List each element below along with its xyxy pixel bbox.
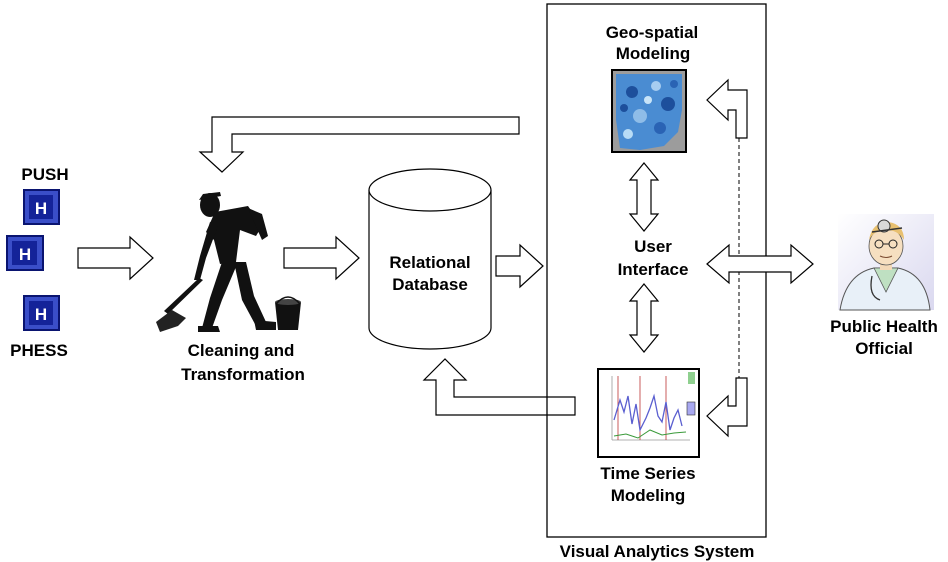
cleaning-man-icon xyxy=(156,192,301,332)
time-series-thumbnail xyxy=(597,368,700,458)
source-icon: H xyxy=(6,235,44,271)
phess-icon-glyph: H xyxy=(35,305,47,324)
arrow-to-time-series xyxy=(706,377,748,438)
push-icon-glyph: H xyxy=(35,199,47,218)
phess-label: PHESS xyxy=(10,341,68,360)
database-cylinder xyxy=(368,168,492,350)
push-icon: H xyxy=(23,189,60,225)
vas-label: Visual Analytics System xyxy=(560,542,755,561)
database-label-line2: Database xyxy=(392,275,468,294)
arrow-feedback-to-database xyxy=(422,358,576,416)
geo-map-thumbnail xyxy=(611,69,687,153)
ts-label-line2: Modeling xyxy=(611,486,686,505)
arrow-feedback-to-cleaning xyxy=(198,116,520,173)
arrow-database-to-vas xyxy=(495,243,544,289)
arrow-cleaning-to-database xyxy=(283,235,360,281)
doctor-icon xyxy=(838,214,934,311)
ui-label-line1: User xyxy=(634,237,672,256)
arrow-to-geo xyxy=(706,78,748,139)
ui-label-line2: Interface xyxy=(618,260,689,279)
ts-label-line1: Time Series xyxy=(600,464,695,483)
cleaning-label-line2: Transformation xyxy=(181,365,305,384)
official-label-line1: Public Health xyxy=(830,317,938,336)
geo-label-line2: Modeling xyxy=(616,44,691,63)
database-label-line1: Relational xyxy=(389,253,470,272)
cleaning-label-line1: Cleaning and xyxy=(188,341,295,360)
arrow-sources-to-cleaning xyxy=(77,235,154,281)
arrow-ui-official xyxy=(706,243,814,285)
official-label-line2: Official xyxy=(855,339,913,358)
arrow-geo-ui xyxy=(628,162,660,232)
geo-label-line1: Geo-spatial xyxy=(606,23,699,42)
source-icon-glyph: H xyxy=(19,245,31,264)
phess-icon: H xyxy=(23,295,60,331)
arrow-ui-ts xyxy=(628,283,660,353)
push-label: PUSH xyxy=(21,165,68,184)
